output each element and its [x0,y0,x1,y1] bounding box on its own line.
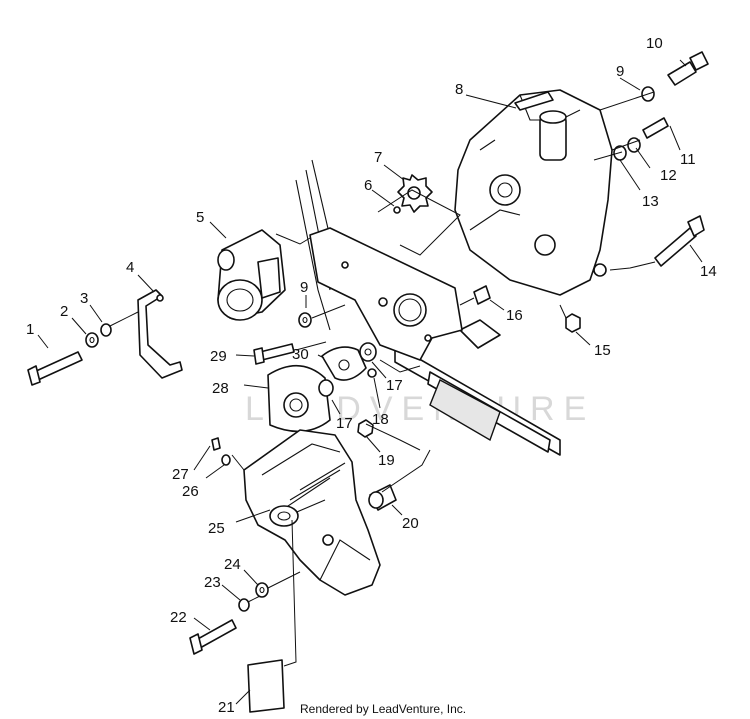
bolt-16 [473,285,491,305]
callout-10: 10 [646,35,663,52]
spacer-17-lower [318,379,334,397]
nut-19 [357,419,374,438]
washer-2 [85,332,99,348]
callout-16: 16 [506,307,523,324]
callout-17-upper: 17 [386,377,403,394]
callout-22: 22 [170,609,187,626]
washer-12 [627,137,641,153]
sprocket [377,174,461,256]
callout-28: 28 [212,380,229,397]
bolt-10 [667,51,709,86]
callout-9-left: 9 [300,279,308,296]
callout-17-lower: 17 [336,415,353,432]
washer-9-left [298,312,312,328]
callout-12: 12 [660,167,677,184]
bolt-22 [189,619,237,655]
gearbox-housing [454,89,613,296]
mounting-plate [309,227,463,361]
belt-guard [243,429,381,596]
callout-29: 29 [210,348,227,365]
key-pin [393,206,401,214]
callout-11: 11 [680,151,696,168]
callout-19: 19 [378,452,395,469]
callout-3: 3 [80,290,88,307]
callout-20: 20 [402,515,419,532]
bolt-1 [27,351,83,386]
nut-15 [565,313,581,333]
callout-6: 6 [364,177,372,194]
bolt-29 [253,343,295,365]
lockwasher-3 [100,323,112,337]
callout-7: 7 [374,149,382,166]
callout-8: 8 [455,81,463,98]
bracket [137,289,183,379]
frame-rails [295,159,561,456]
nut-18 [367,368,377,378]
callout-14: 14 [700,263,717,280]
bushing [368,484,397,511]
screw-27 [211,437,221,451]
callout-26: 26 [182,483,199,500]
callout-18: 18 [372,411,389,428]
callout-2: 2 [60,303,68,320]
callout-5: 5 [196,209,204,226]
leader-lines [37,59,703,705]
callout-25: 25 [208,520,225,537]
decal [247,659,285,713]
lockwasher-23 [238,598,250,612]
pulley [267,364,331,433]
callout-13: 13 [642,193,659,210]
callout-9-right: 9 [616,63,624,80]
callout-24: 24 [224,556,241,573]
callout-15: 15 [594,342,611,359]
bolt-14 [654,215,705,267]
idler-plate [321,346,367,381]
callout-30: 30 [292,346,309,363]
callout-27: 27 [172,466,189,483]
callout-1: 1 [26,321,34,338]
callout-21: 21 [218,699,235,716]
render-credit: Rendered by LeadVenture, Inc. [300,702,467,716]
drive-motor [217,229,286,321]
washer-24 [255,582,269,598]
callout-23: 23 [204,574,221,591]
callout-4: 4 [126,259,134,276]
washer-26 [221,454,231,466]
bolt-11 [642,117,669,139]
spacer-17-upper [359,342,377,362]
callouts: 1 2 3 4 5 6 7 8 9 9 10 11 12 13 14 15 16… [26,35,717,716]
